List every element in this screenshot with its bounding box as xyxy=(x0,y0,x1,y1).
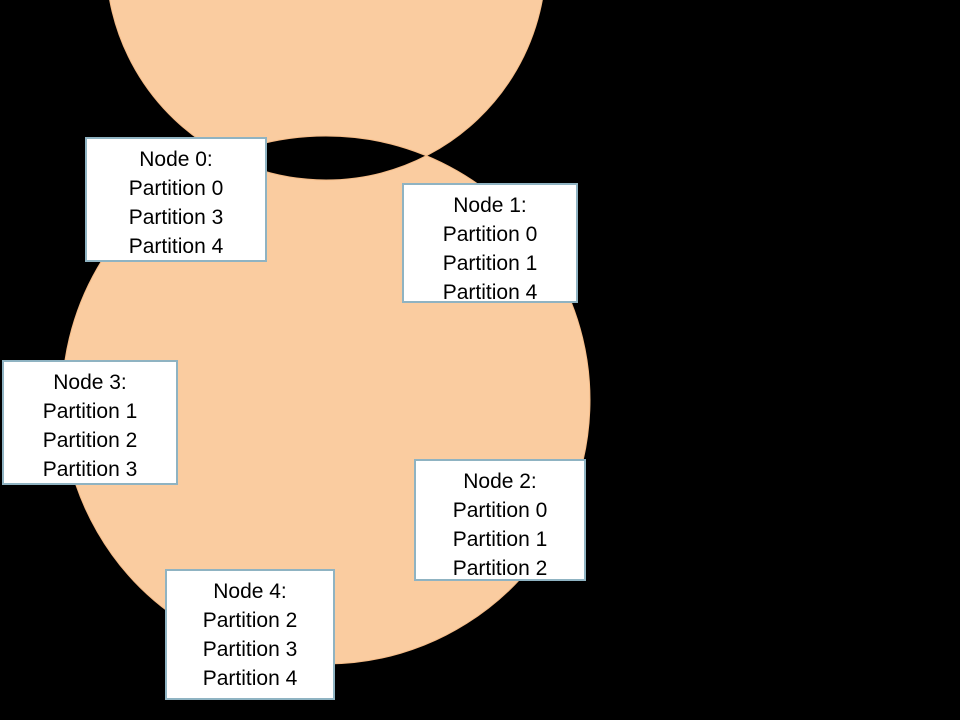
node-3-title: Node 3: xyxy=(53,371,127,394)
node-3-partition-0: Partition 1 xyxy=(42,400,138,423)
node-1-partition-2: Partition 4 xyxy=(442,281,538,304)
node-box-0[interactable]: Node 0: Partition 0 Partition 3 Partitio… xyxy=(85,137,267,262)
node-4-partition-1: Partition 3 xyxy=(202,638,298,661)
node-1-title: Node 1: xyxy=(453,194,527,217)
node-0-partition-0: Partition 0 xyxy=(128,177,224,200)
node-1-partition-0: Partition 0 xyxy=(442,223,538,246)
node-box-4[interactable]: Node 4: Partition 2 Partition 3 Partitio… xyxy=(165,569,335,700)
node-4-title: Node 4: xyxy=(213,580,287,603)
node-3-partition-2: Partition 3 xyxy=(42,458,138,481)
node-2-partition-0: Partition 0 xyxy=(452,499,548,522)
node-3-partition-1: Partition 2 xyxy=(42,429,138,452)
node-1-partition-1: Partition 1 xyxy=(442,252,538,275)
node-4-partition-0: Partition 2 xyxy=(202,609,298,632)
node-box-1[interactable]: Node 1: Partition 0 Partition 1 Partitio… xyxy=(402,183,578,304)
node-0-partition-1: Partition 3 xyxy=(128,206,224,229)
node-0-partition-2: Partition 4 xyxy=(128,235,224,258)
node-2-partition-2: Partition 2 xyxy=(452,557,548,580)
node-4-partition-2: Partition 4 xyxy=(202,667,298,690)
node-box-3[interactable]: Node 3: Partition 1 Partition 2 Partitio… xyxy=(2,360,178,485)
node-2-partition-1: Partition 1 xyxy=(452,528,548,551)
node-2-title: Node 2: xyxy=(463,470,537,493)
node-box-2[interactable]: Node 2: Partition 0 Partition 1 Partitio… xyxy=(414,459,586,581)
node-0-title: Node 0: xyxy=(139,148,213,171)
